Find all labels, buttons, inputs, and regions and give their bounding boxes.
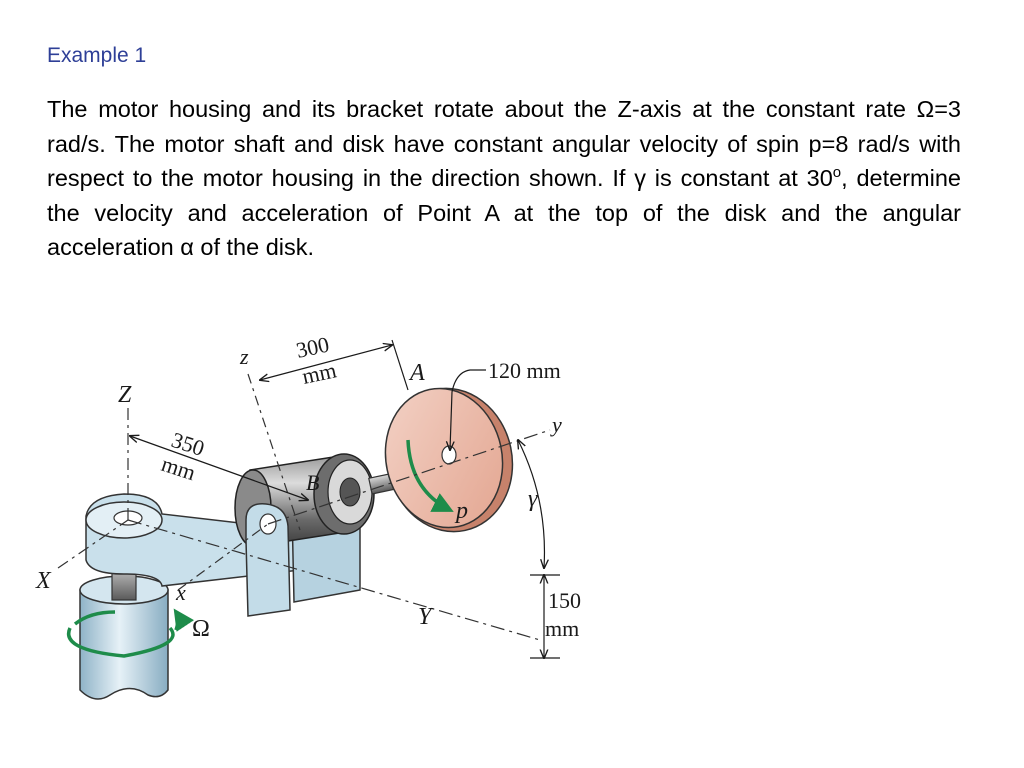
dim-150-unit: mm xyxy=(545,616,579,641)
dim-120: 120 mm xyxy=(488,358,561,383)
problem-text-2: =3 rad/s. The motor shaft and disk have … xyxy=(47,96,961,191)
label-y: y xyxy=(550,412,562,437)
bracket-front-plate xyxy=(245,503,291,617)
problem-text-5: of the disk. xyxy=(193,234,315,260)
label-Z: Z xyxy=(118,382,132,408)
problem-text-3: is constant at 30 xyxy=(645,165,833,191)
dimension-lines xyxy=(130,339,560,658)
label-Y: Y xyxy=(418,604,434,630)
label-z: z xyxy=(239,344,249,369)
label-p: p xyxy=(454,498,468,524)
example-heading: Example 1 xyxy=(47,44,147,67)
label-A: A xyxy=(408,360,425,386)
spin-arrow-p xyxy=(406,439,454,512)
label-omega: Ω xyxy=(192,616,210,642)
mechanism-figure: Z z X x Y y A B p γ Ω 300 mm 350 mm 120 … xyxy=(35,332,581,700)
problem-text-4: , determine the velocity and acceleratio… xyxy=(47,165,961,260)
dim-300-unit: mm xyxy=(300,357,339,389)
label-gamma: γ xyxy=(528,486,538,512)
omega-symbol: Ω xyxy=(916,96,935,122)
base-column xyxy=(79,559,169,700)
omega-rotation-arrow xyxy=(66,608,195,658)
degree-mark: o xyxy=(832,164,842,182)
gamma-symbol: γ xyxy=(634,165,646,191)
problem-statement: The motor housing and its bracket rotate… xyxy=(47,92,961,265)
label-B: B xyxy=(306,470,319,495)
dim-150-value: 150 xyxy=(548,588,581,613)
disk xyxy=(384,387,514,533)
label-x: x xyxy=(175,580,186,605)
alpha-symbol: α xyxy=(180,234,194,260)
problem-text-1: The motor housing and its bracket rotate… xyxy=(47,96,917,122)
label-X: X xyxy=(35,568,52,594)
